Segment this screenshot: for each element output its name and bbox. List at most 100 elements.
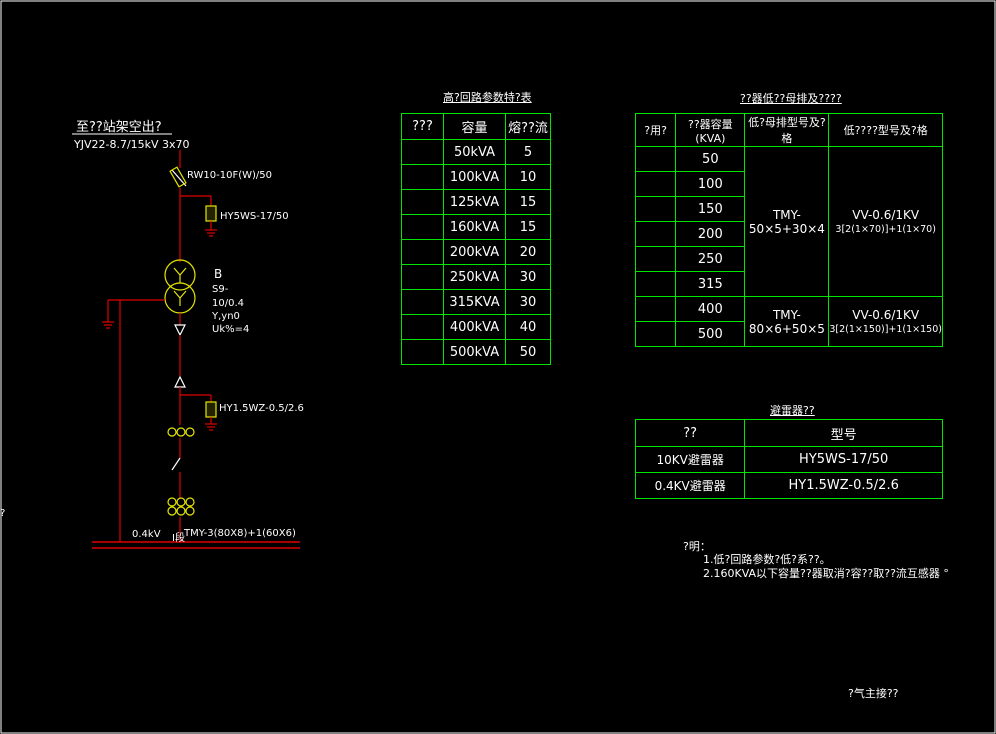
table-cell: HY5WS-17/50 (744, 446, 943, 473)
cable-spec-b: VV-0.6/1KV 3[2(1×150)]+1(1×150) (828, 296, 943, 347)
single-line-diagram (92, 150, 300, 549)
lv-selection-table: ?用? ??器容量(KVA) 低?母排型号及?格 低????型号及?格 50 T… (634, 113, 943, 347)
table-cell: 150 (675, 196, 746, 222)
table-cell (634, 171, 677, 197)
table-cell (401, 239, 444, 265)
lv-header-2: ??器容量(KVA) (675, 113, 746, 147)
arrester-header-1: ?? (634, 419, 746, 447)
fuse-symbol (171, 169, 187, 187)
table-cell: 20 (505, 239, 551, 265)
hv-arrester-label: HY5WS-17/50 (220, 211, 289, 222)
cable-spec-b-line2: 3[2(1×150)]+1(1×150) (829, 324, 942, 335)
table-cell: 50kVA (443, 139, 506, 165)
transformer-impedance: Uk%=4 (212, 324, 250, 335)
bus-spec-a-line1: TMY- (772, 207, 801, 222)
drawing-title: ?气主接?? (848, 687, 899, 700)
note-item-1: 1.低?回路参数?低?系??。 (703, 553, 831, 566)
hv-arrester-symbol (205, 205, 217, 222)
bus-spec-b-line1: TMY- (772, 307, 801, 322)
table-cell: 250 (675, 246, 746, 272)
table-cell (401, 314, 444, 340)
lv-segment-label: I段 (172, 533, 185, 544)
table-cell (634, 271, 677, 297)
table-cell (401, 289, 444, 315)
bus-spec-b-line2: 80×6+50×5 (748, 321, 825, 336)
fuse-body (169, 166, 187, 188)
arrester-header-2: 型号 (744, 419, 943, 447)
lv-arrester-label: HY1.5WZ-0.5/2.6 (219, 403, 304, 414)
breaker-symbol (171, 457, 181, 471)
table-cell (401, 339, 444, 365)
cable-spec: YJV22-8.7/15kV 3x70 (74, 138, 190, 151)
table-cell (634, 246, 677, 272)
table-cell (634, 221, 677, 247)
table-cell: 10KV避雷器 (634, 446, 746, 473)
table-cell: 125kVA (443, 189, 506, 215)
hv-table-title: 高?回路参数特?表 (443, 91, 532, 104)
table-cell: 100 (675, 171, 746, 197)
table-cell (634, 321, 677, 347)
lv-arrester-symbol (205, 401, 217, 418)
transformer-hv-winding (164, 259, 196, 291)
fuse-label: RW10-10F(W)/50 (187, 170, 273, 181)
transformer-model: S9- (212, 284, 229, 295)
table-cell: 50 (675, 146, 746, 172)
arrow-up (174, 375, 186, 388)
table-cell: 160kVA (443, 214, 506, 240)
table-cell: 5 (505, 139, 551, 165)
arrow-down (174, 324, 186, 337)
table-cell (634, 196, 677, 222)
transformer-label: B (214, 267, 223, 281)
hv-header-2: 容量 (443, 113, 506, 140)
ct-symbol (167, 427, 177, 437)
table-cell: 15 (505, 189, 551, 215)
table-cell (401, 164, 444, 190)
table-cell: 0.4KV避雷器 (634, 472, 746, 499)
cable-spec-a-line1: VV-0.6/1KV (852, 208, 920, 222)
incoming-title: 至??站架空出? (76, 120, 162, 135)
left-edge-text: ? (0, 508, 6, 519)
lv-voltage-label: 0.4kV (132, 529, 161, 540)
lv-table-title: ??器低??母排及???? (740, 92, 842, 105)
table-cell: 10 (505, 164, 551, 190)
table-cell (634, 146, 677, 172)
table-cell: 40 (505, 314, 551, 340)
bus-spec-b: TMY-80×6+50×5 (744, 296, 830, 347)
table-cell: 100kVA (443, 164, 506, 190)
table-cell: 315KVA (443, 289, 506, 315)
table-cell: 400kVA (443, 314, 506, 340)
table-cell: 30 (505, 289, 551, 315)
transformer-connection: Y,yn0 (212, 311, 240, 322)
table-cell: 500 (675, 321, 746, 347)
cable-spec-a-line2: 3[2(1×70)]+1(1×70) (835, 224, 936, 235)
table-cell (634, 296, 677, 322)
arrester-table-title: 避雷器?? (770, 404, 815, 417)
table-cell: 500kVA (443, 339, 506, 365)
table-cell (401, 139, 444, 165)
table-cell: 250kVA (443, 264, 506, 290)
table-cell: 400 (675, 296, 746, 322)
table-cell: 50 (505, 339, 551, 365)
cable-spec-a: VV-0.6/1KV 3[2(1×70)]+1(1×70) (828, 146, 943, 297)
table-cell (401, 189, 444, 215)
table-cell: 15 (505, 214, 551, 240)
table-cell: HY1.5WZ-0.5/2.6 (744, 472, 943, 499)
table-cell: 200kVA (443, 239, 506, 265)
table-cell (401, 264, 444, 290)
table-cell (401, 214, 444, 240)
lv-header-3: 低?母排型号及?格 (744, 113, 830, 147)
bus-spec-a-line2: 50×5+30×4 (748, 221, 825, 236)
hv-header-3: 熔??流 (505, 113, 551, 140)
lv-header-1: ?用? (634, 113, 677, 147)
busbar-label: TMY-3(80X8)+1(60X6) (184, 528, 296, 539)
bus-spec-a: TMY-50×5+30×4 (744, 146, 830, 297)
note-item-2: 2.160KVA以下容量??器取消?容??取??流互感器 ° (703, 567, 949, 580)
cable-spec-b-line1: VV-0.6/1KV (852, 308, 920, 322)
table-cell: 200 (675, 221, 746, 247)
notes-heading: ?明： (683, 540, 711, 553)
transformer-ratio: 10/0.4 (212, 298, 244, 309)
